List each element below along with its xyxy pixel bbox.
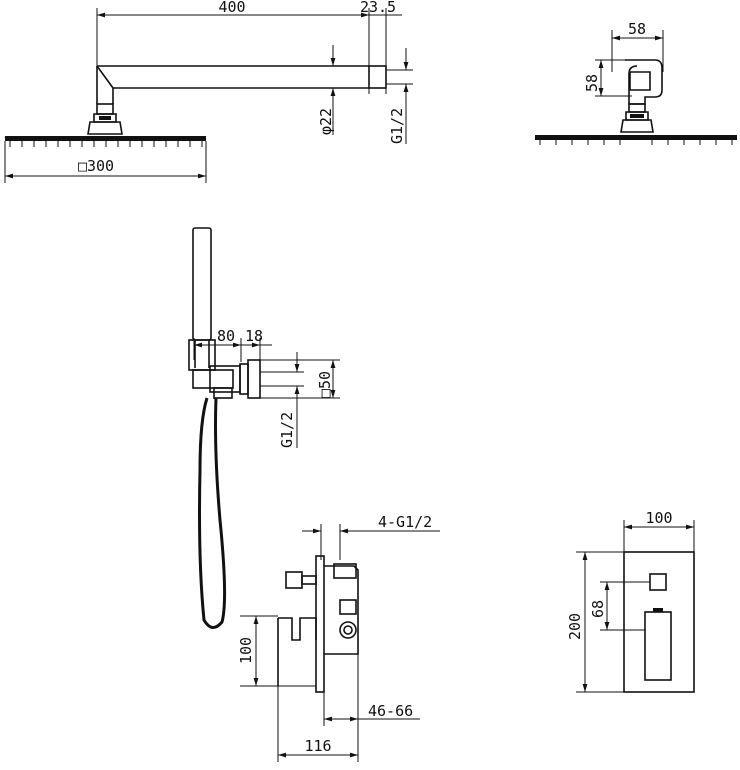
- dim-button-spacing: 68: [589, 600, 607, 618]
- dim-outlet-depth: 18: [245, 327, 263, 345]
- diverter-valve-view: 4-G1/2 100 46-66 116: [237, 513, 440, 762]
- dim-bracket-width: 58: [628, 20, 646, 38]
- dim-outlet-plate: □50: [316, 371, 334, 398]
- dim-valve-ports: 4-G1/2: [378, 513, 432, 531]
- dim-head-size: □300: [78, 157, 114, 175]
- dim-valve-depth: 116: [304, 737, 331, 755]
- dim-holder-offset: 80: [217, 327, 235, 345]
- dim-arm-length: 400: [218, 0, 245, 16]
- dim-plate-width: 100: [645, 509, 672, 527]
- hand-shower-view: 80 18 □50 G1/2: [188, 227, 340, 629]
- dim-handle-height: 100: [237, 637, 255, 664]
- dim-arm-thread: G1/2: [388, 108, 406, 144]
- dim-plate-height: 200: [566, 613, 584, 640]
- dim-bracket-height: 58: [583, 74, 601, 92]
- nozzle-row: [9, 141, 203, 147]
- shower-arm-front-view: 400 23.5: [4, 0, 413, 183]
- dim-outlet-thread: G1/2: [278, 412, 296, 448]
- dim-flange-depth: 23.5: [360, 0, 396, 16]
- bracket-side-view: 58 58: [535, 20, 737, 145]
- dim-arm-diameter: φ22: [317, 108, 335, 135]
- dim-install-depth: 46-66: [368, 702, 413, 720]
- control-plate-view: 100 200 68: [566, 509, 695, 693]
